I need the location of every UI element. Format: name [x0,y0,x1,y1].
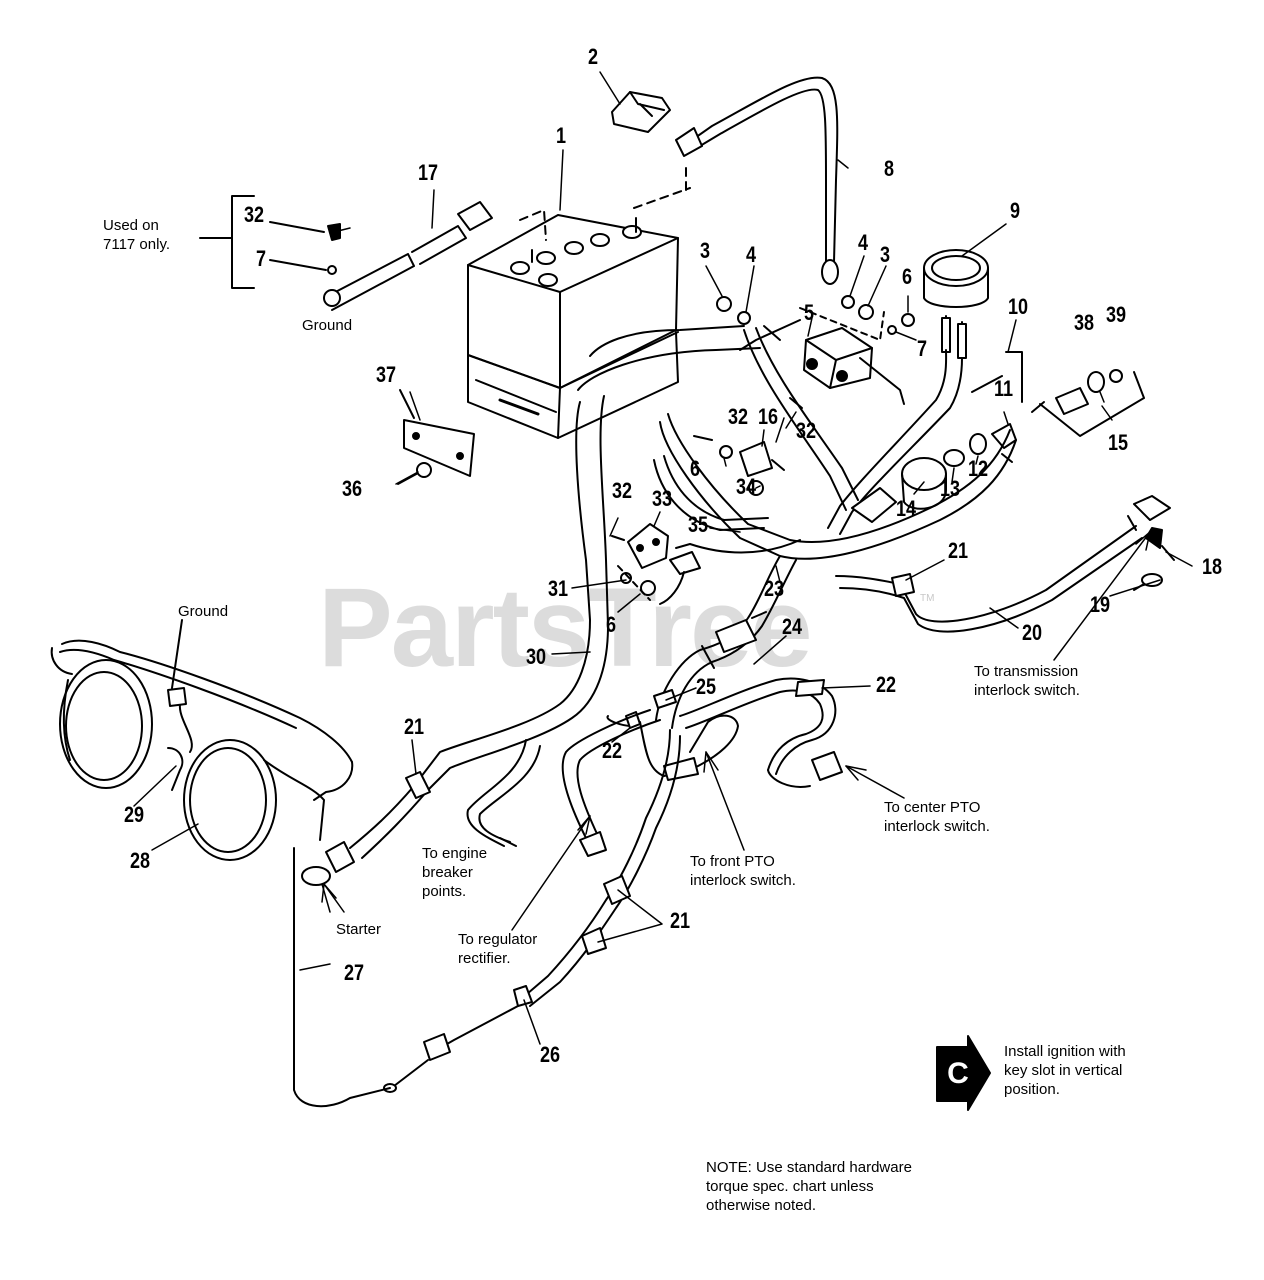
callout-3: 3 [700,238,711,263]
callout-18: 18 [1202,554,1223,579]
callout-11: 11 [994,376,1014,401]
leader-lines [133,71,1193,1045]
callout-13: 13 [940,476,961,501]
engine-breaker-label: To engine breaker points. [422,845,488,900]
callout-32: 32 [728,404,749,429]
front-pto-loop [606,711,739,781]
used-on-bracket [199,195,341,289]
callout-23: 23 [764,576,785,601]
callout-20: 20 [1022,620,1043,645]
callout-7: 7 [917,336,928,361]
callout-25: 25 [696,674,717,699]
callout-1: 1 [556,123,567,148]
hardware [611,295,915,596]
callout-10: 10 [1008,294,1029,319]
callout-24: 24 [782,614,803,639]
callout-30: 30 [526,644,547,669]
starter-cable [301,771,431,886]
callout-12: 12 [968,456,989,481]
install-ignition-note: Install ignition with key slot in vertic… [1004,1043,1126,1098]
relay-16 [739,441,785,477]
callout-38: 38 [1074,310,1095,335]
harness-regulator [383,709,681,1093]
headlights [59,659,277,861]
callout-15: 15 [1108,430,1129,455]
install-badge-shape [936,1035,991,1111]
callout-7: 7 [256,246,267,271]
callout-28: 28 [130,848,151,873]
callout-5: 5 [804,300,815,325]
callout-21: 21 [948,538,969,563]
battery-terminal-cover [611,91,671,133]
callout-19: 19 [1090,592,1111,617]
callout-16: 16 [758,404,779,429]
callout-32: 32 [796,418,817,443]
callout-34: 34 [736,474,757,499]
callout-29: 29 [124,802,145,827]
harness-22 [679,677,843,788]
callout-22: 22 [602,738,623,763]
harness-20 [835,495,1175,633]
callout-6: 6 [606,612,617,637]
callout-2: 2 [588,44,599,69]
callout-17: 17 [418,160,439,185]
ammeter-gauge [923,249,989,359]
light-switch [1031,369,1145,437]
callout-21: 21 [670,908,691,933]
install-badge: C [947,1057,969,1090]
lights-harness [50,619,391,1108]
callout-9: 9 [1010,198,1021,223]
circuit-breaker [617,523,669,601]
trademark-mark: TM [920,593,935,604]
callout-14: 14 [896,496,917,521]
callout-6: 6 [902,264,913,289]
callout-6: 6 [690,456,701,481]
ground-label: Ground [302,317,353,334]
callout-36: 36 [342,476,363,501]
callout-27: 27 [344,960,365,985]
callout-4: 4 [858,230,869,255]
regulator-label: To regulator rectifier. [458,931,538,967]
callout-26: 26 [540,1042,561,1067]
callout-22: 22 [876,672,897,697]
callout-37: 37 [376,362,397,387]
ignition-switch [901,351,1023,510]
battery [467,167,691,439]
callout-21: 21 [404,714,425,739]
callout-8: 8 [884,156,895,181]
starter-solenoid [739,307,905,405]
callout-3: 3 [880,242,891,267]
callout-4: 4 [746,242,757,267]
callout-31: 31 [548,576,569,601]
callout-33: 33 [652,486,673,511]
center-pto-label: To center PTO interlock switch. [884,799,990,835]
ground-label: Ground [178,603,229,620]
callout-35: 35 [688,512,709,537]
torque-note: NOTE: Use standard hardware torque spec.… [706,1159,912,1214]
starter-label: Starter [336,921,382,938]
callout-39: 39 [1106,302,1127,327]
callout-32: 32 [612,478,633,503]
positive-cable [675,76,839,285]
front-pto-label: To front PTO interlock switch. [690,853,796,889]
mounting-bracket [397,389,475,485]
callout-32: 32 [244,202,265,227]
ground-cable [323,201,493,311]
arrow-leaders [321,531,1151,931]
transmission-label: To transmission interlock switch. [974,663,1080,699]
main-wire-harness [413,325,1017,791]
used-on-note: Used on 7117 only. [103,217,170,253]
